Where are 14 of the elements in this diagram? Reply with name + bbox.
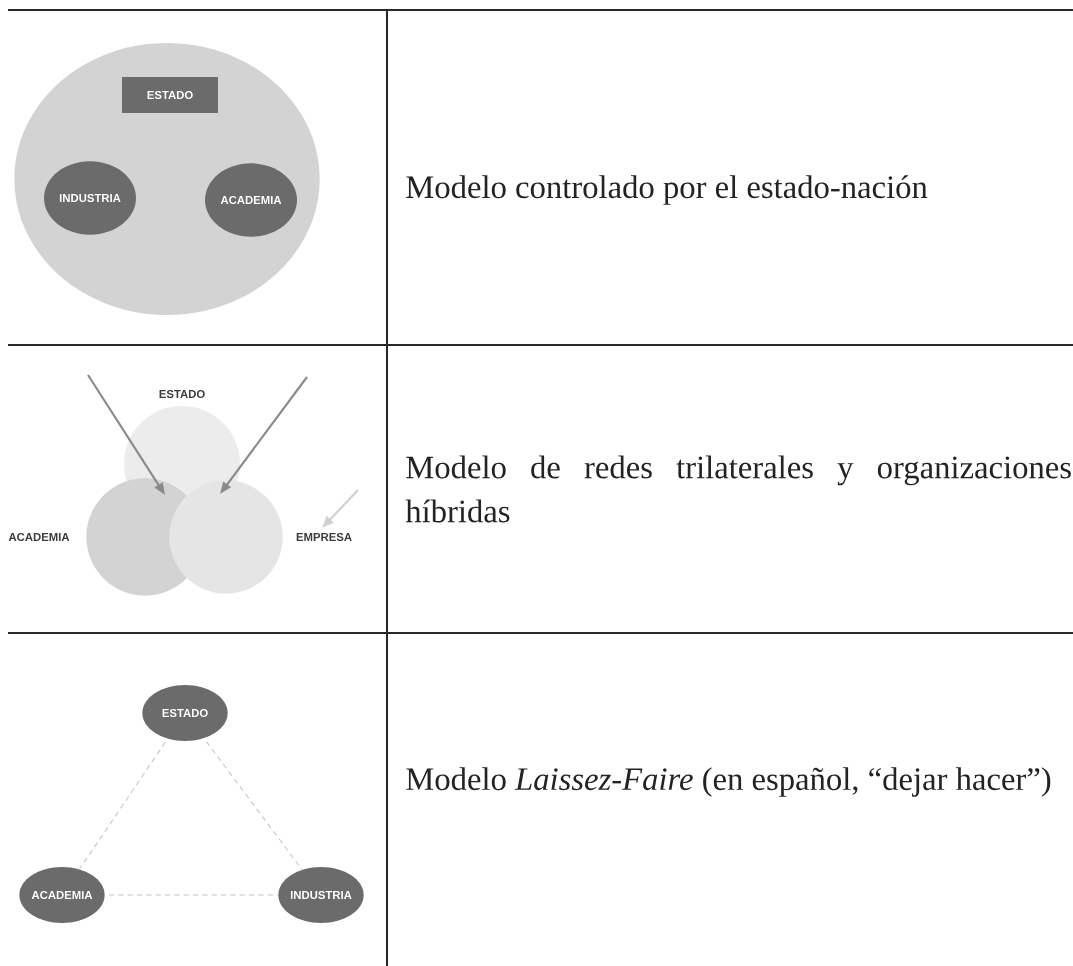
ellipse-node: ACADEMIA <box>19 867 105 923</box>
label-box: ESTADO <box>122 77 218 113</box>
dashed-line <box>78 741 166 870</box>
cell-text: Modelo de redes trilaterales y organizaciones híbridas <box>405 455 1071 523</box>
ellipse-node: INDUSTRIA <box>278 867 364 923</box>
cell-text: Modelo controlado por el estado-nación <box>406 175 928 205</box>
node-label: ACADEMIA <box>8 532 70 541</box>
dashed-line <box>205 741 303 871</box>
node-label: EMPRESA <box>296 532 352 541</box>
node-label: ESTADO <box>159 389 205 398</box>
ellipse-node: ACADEMIA <box>205 163 297 237</box>
cell-text: Modelo Laissez-Faire (en español, “dejar hacer”) <box>406 767 1051 797</box>
ellipse-node: INDUSTRIA <box>44 161 136 235</box>
ellipse-node: ESTADO <box>142 685 228 741</box>
